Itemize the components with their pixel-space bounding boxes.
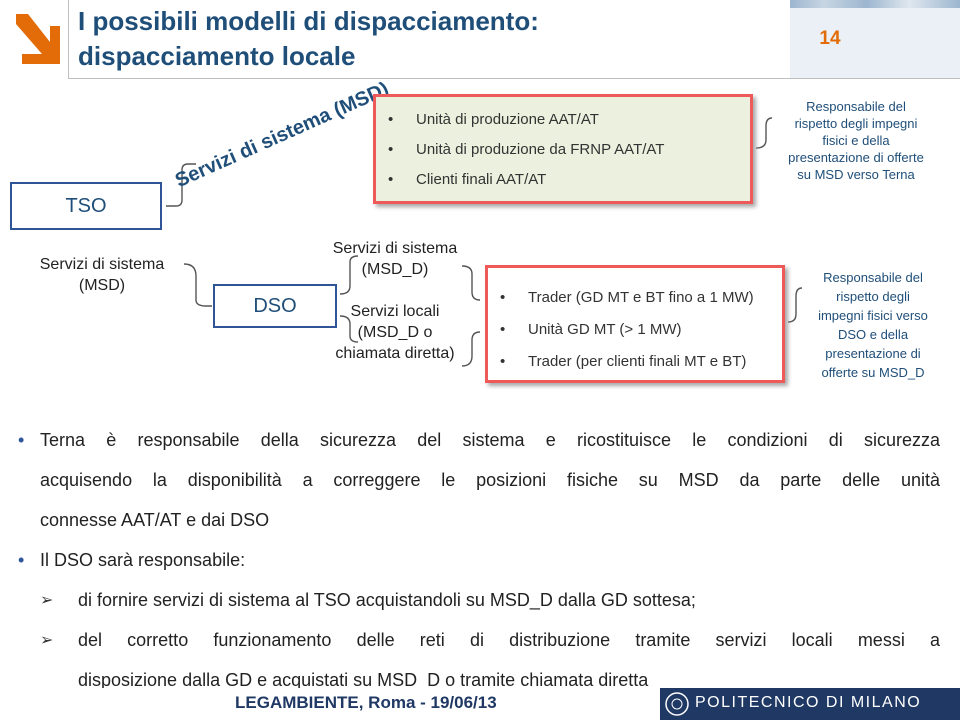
list-item: Unità GD MT (> 1 MW) [488,314,782,346]
spacer [300,280,490,301]
body-text: Terna è responsabile della sicurezza del… [18,420,940,700]
tso-units-box: Unità di produzione AAT/AT Unità di prod… [373,94,753,204]
list-item: Unità di produzione AAT/AT [376,105,750,135]
resp-line: Responsabile del [806,99,906,114]
polimi-seal-icon [665,692,689,716]
brace-resp-tso [755,117,773,149]
bullet-terna-line1: Terna è responsabile della sicurezza del… [18,420,940,460]
dso-units-box: Trader (GD MT e BT fino a 1 MW) Unità GD… [485,265,785,383]
sub-bullet-2-line1: del corretto funzionamento delle reti di… [18,620,940,660]
label-line: chiamata diretta) [335,345,455,362]
footer-left-panel [0,688,660,720]
resp-line: DSO e della [837,327,909,342]
title-line-1: I possibili modelli di dispacciamento: [78,6,539,36]
resp-line: su MSD verso Terna [797,167,915,182]
list-item: Unità di produzione da FRNP AAT/AT [376,135,750,165]
tso-responsibility-text: Responsabile del rispetto degli impegni … [772,98,940,183]
resp-line: fisici e della [822,133,890,148]
list-item: Trader (GD MT e BT fino a 1 MW) [488,282,782,314]
label-line: Servizi di sistema [332,240,458,257]
dso-responsibility-text: Responsabile del rispetto degli impegni … [798,268,948,382]
bullet-dso: Il DSO sarà responsabile: [18,540,940,580]
resp-line: rispetto degli impegni [794,116,918,131]
sub-bullet-2-line2: disposizione dalla GD e acquistati su MS… [78,670,649,690]
resp-line: rispetto degli [836,289,910,304]
page-title: I possibili modelli di dispacciamento: d… [78,4,758,74]
brace-dso-top [339,255,359,295]
page-number: 14 [819,28,841,49]
list-item: Trader (per clienti finali MT e BT) [488,346,782,378]
label-line: (MSD) [78,277,126,294]
list-item: Clienti finali AAT/AT [376,165,750,195]
label-line: (MSD_D) [361,261,429,278]
label-line: Servizi di sistema [39,256,165,273]
resp-line: presentazione di offerte [788,150,924,165]
institution-name: POLITECNICO DI MILANO [695,694,922,711]
bullet-terna-line2: acquisendo la disponibilità a correggere… [40,470,940,490]
diagram-connectors [166,117,803,367]
dso-box: DSO [213,284,337,328]
tso-label: TSO [65,194,107,217]
brace-dso-left [183,263,212,307]
header-decoration [790,0,960,8]
sub-bullet-1: di fornire servizi di sistema al TSO acq… [18,580,940,620]
brace-resp-dso [787,287,803,323]
page-number-box: 14 [790,8,960,78]
brace-dso-bottom [339,315,359,343]
brace-units-bottom [461,331,481,367]
header-divider [68,0,69,78]
title-line-2: dispacciamento locale [78,41,356,71]
dso-label: DSO [253,294,297,317]
resp-line: impegni fisici verso [818,308,928,323]
resp-line: presentazione di [825,346,921,361]
label-line: Servizi locali [350,303,440,320]
brace-tso [166,163,196,207]
tso-box: TSO [10,182,162,230]
arrow-logo-icon [16,14,60,64]
dso-services-label: Servizi di sistema (MSD_D) Servizi local… [300,238,490,364]
footer-text: LEGAMBIENTE, Roma - 19/06/13 [235,693,497,712]
brace-units-top [461,265,481,301]
header-rule [68,78,960,79]
resp-line: Responsabile del [823,270,923,285]
msd-services-label: Servizi di sistema (MSD) [22,254,182,296]
label-line: (MSD_D o [357,324,433,341]
bullet-terna-line3: connesse AAT/AT e dai DSO [40,510,270,530]
resp-line: offerte su MSD_D [821,365,925,380]
